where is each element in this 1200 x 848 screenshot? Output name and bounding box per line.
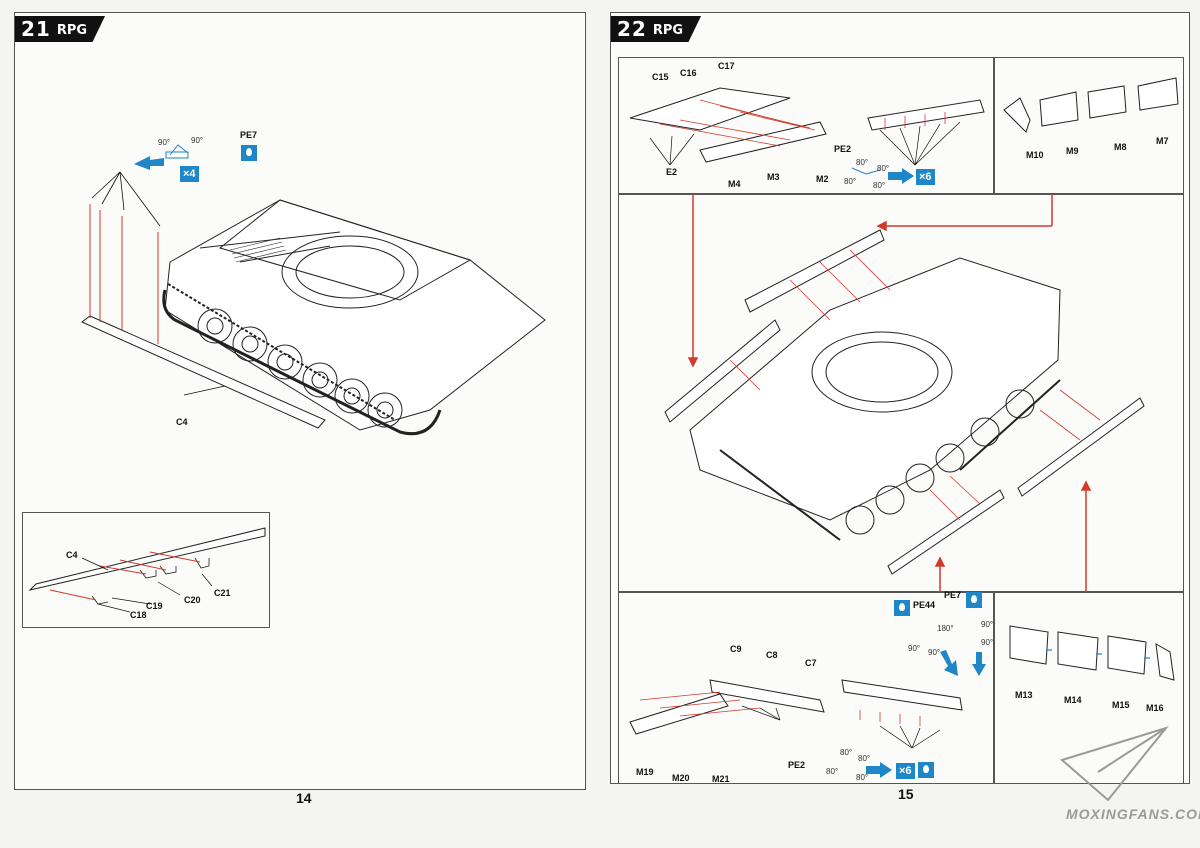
inset-label-c4: C4 [66, 550, 78, 560]
part-label-c16: C16 [680, 68, 697, 78]
glue-icon [241, 145, 257, 161]
step-21-badge: 21 RPG [15, 16, 106, 42]
part-label-pe7: PE7 [944, 590, 962, 600]
part-label-pe2-bottom: PE2 [788, 760, 806, 770]
part-label-c17: C17 [718, 61, 735, 71]
panel-bottom-left [618, 592, 994, 784]
fold-angle-b: 90° [191, 136, 204, 145]
part-label-m15: M15 [1112, 700, 1130, 710]
angle-80-e: 80° [840, 748, 853, 757]
part-label-e2: E2 [666, 167, 678, 177]
left-page-frame [14, 12, 586, 790]
panel-bottom-right [994, 592, 1184, 784]
part-label-m10: M10 [1026, 150, 1044, 160]
part-label-c21: C21 [214, 588, 231, 598]
angle-80-g: 80° [826, 767, 839, 776]
page-number-right: 15 [898, 786, 914, 802]
part-label-c18: C18 [130, 610, 147, 620]
part-label-c20: C20 [184, 595, 201, 605]
angle-90-c: 90° [981, 620, 994, 629]
angle-90-b: 90° [928, 648, 941, 657]
page-number-left: 14 [296, 790, 312, 806]
part-label-m4: M4 [728, 179, 741, 189]
step-22-badge: 22 RPG [611, 16, 702, 42]
part-label-c9: C9 [730, 644, 742, 654]
angle-90-d: 90° [981, 638, 994, 647]
part-label-m2: M2 [816, 174, 829, 184]
glue-icon-pe44 [894, 600, 910, 616]
part-label-pe2-top: PE2 [834, 144, 852, 154]
site-watermark: MOXINGFANS.COM [1066, 806, 1200, 822]
part-label-m14: M14 [1064, 695, 1082, 705]
angle-180: 180° [937, 624, 954, 633]
part-label-m21: M21 [712, 774, 730, 784]
part-label-c7: C7 [805, 658, 817, 668]
step-number: 21 [21, 17, 51, 41]
quantity-x6-badge-top: ×6 [916, 169, 935, 185]
part-label-c15: C15 [652, 72, 669, 82]
inset-detail-c4 [22, 512, 270, 628]
angle-90-a: 90° [908, 644, 921, 653]
part-label-c19: C19 [146, 601, 163, 611]
part-label-m8: M8 [1114, 142, 1127, 152]
part-label-m9: M9 [1066, 146, 1079, 156]
angle-80-f: 80° [858, 754, 871, 763]
angle-80-d: 80° [873, 181, 886, 190]
brand-logo: RPG [652, 23, 684, 38]
part-label-m19: M19 [636, 767, 654, 777]
glue-icon-bottom [918, 762, 934, 778]
part-label-c4: C4 [176, 417, 188, 427]
part-label-c8: C8 [766, 650, 778, 660]
glue-icon-pe7 [966, 592, 982, 608]
quantity-x4-badge: ×4 [180, 166, 199, 182]
part-label-m16: M16 [1146, 703, 1164, 713]
panel-top-left [618, 57, 994, 194]
angle-80-a: 80° [856, 158, 869, 167]
brand-logo: RPG [56, 23, 88, 38]
panel-top-right [994, 57, 1184, 194]
part-label-pe7: PE7 [240, 130, 258, 140]
part-label-m3: M3 [767, 172, 780, 182]
part-label-m20: M20 [672, 773, 690, 783]
angle-80-c: 80° [844, 177, 857, 186]
panel-main [618, 194, 1184, 592]
fold-angle-a: 90° [158, 138, 171, 147]
part-label-pe44: PE44 [913, 600, 936, 610]
part-label-m13: M13 [1015, 690, 1033, 700]
angle-80-h: 80° [856, 773, 869, 782]
angle-80-b: 80° [877, 164, 890, 173]
quantity-x6-badge-bottom: ×6 [896, 763, 915, 779]
part-label-m7: M7 [1156, 136, 1169, 146]
step-number: 22 [617, 17, 647, 41]
